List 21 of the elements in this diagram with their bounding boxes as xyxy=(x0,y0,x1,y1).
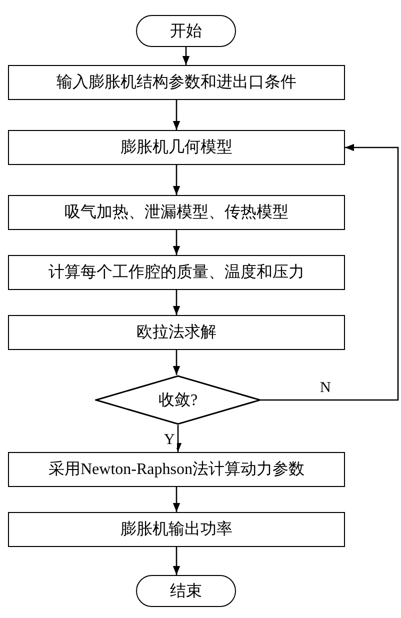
terminator-box: 结束 xyxy=(136,575,236,607)
arrow xyxy=(172,100,180,130)
process-box: 输入膨胀机结构参数和进出口条件 xyxy=(8,65,345,100)
arrow xyxy=(172,350,180,375)
arrow xyxy=(182,47,190,65)
terminator-box: 开始 xyxy=(136,15,236,47)
process-box: 吸气加热、泄漏模型、传热模型 xyxy=(8,195,345,230)
arrow xyxy=(261,144,399,401)
process-box: 膨胀机几何模型 xyxy=(8,130,345,165)
edge-label: Y xyxy=(162,432,177,448)
process-box: 欧拉法求解 xyxy=(8,315,345,350)
process-box: 膨胀机输出功率 xyxy=(8,512,345,547)
arrow xyxy=(172,230,180,255)
arrow xyxy=(172,165,180,195)
process-box: 采用Newton-Raphson法计算动力参数 xyxy=(8,452,345,487)
arrow xyxy=(174,425,182,452)
decision-diamond: 收敛? xyxy=(95,375,261,425)
process-box: 计算每个工作腔的质量、温度和压力 xyxy=(8,255,345,290)
arrow xyxy=(172,547,180,575)
arrow xyxy=(172,290,180,315)
arrow xyxy=(172,487,180,512)
